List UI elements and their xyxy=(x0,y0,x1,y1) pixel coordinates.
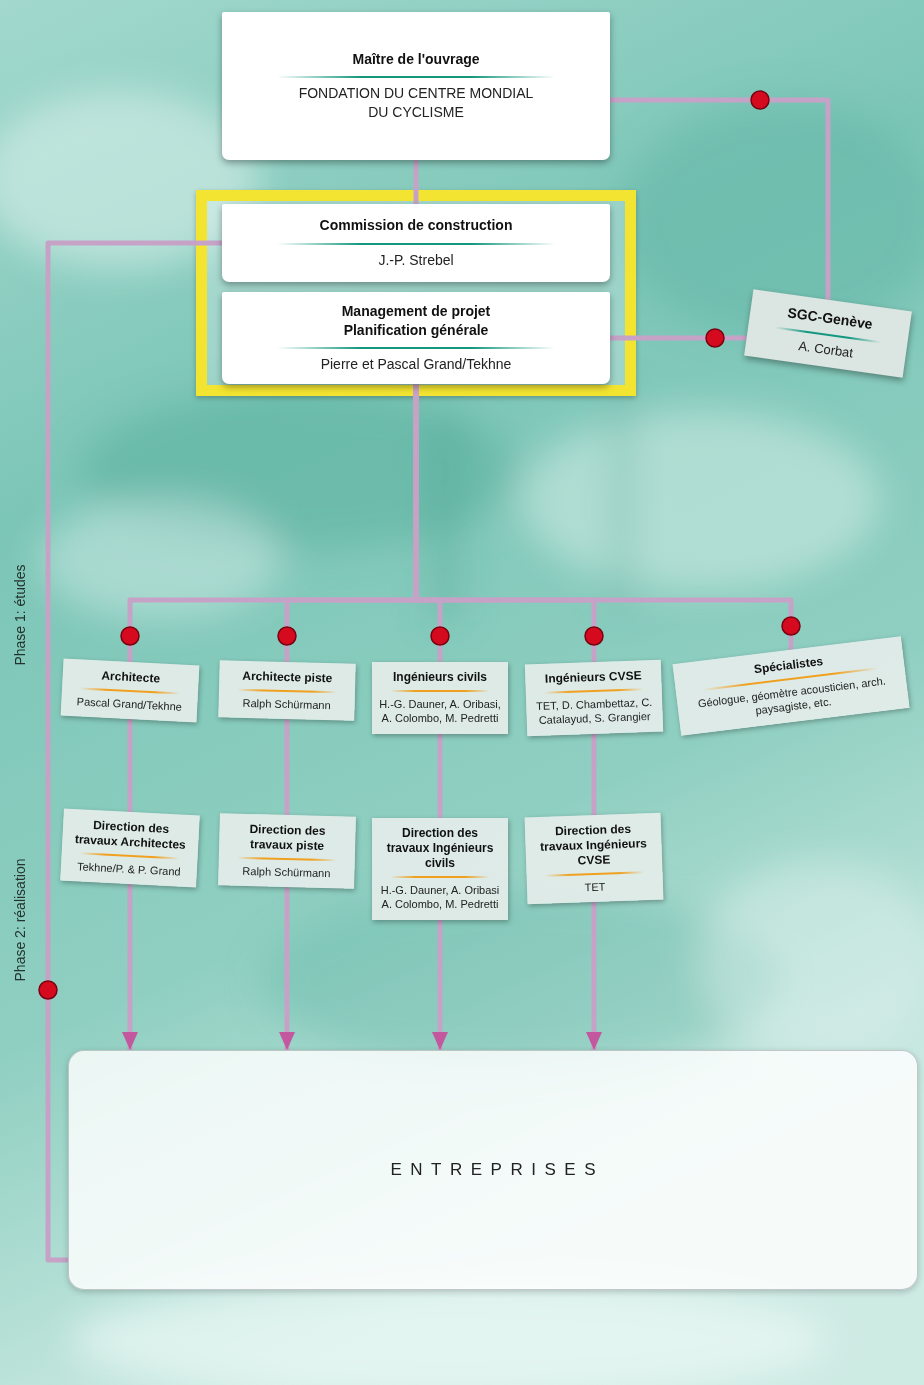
connector-arrow xyxy=(285,887,290,1050)
box-body: TET xyxy=(584,880,605,895)
contractors-band: ENTREPRISES xyxy=(68,1050,918,1290)
box-title: Management de projet Planification génér… xyxy=(316,302,516,338)
box-body: H.-G. Dauner, A. Oribasi A. Colombo, M. … xyxy=(379,883,501,912)
title-rule xyxy=(544,688,644,693)
connector-arrow xyxy=(592,902,597,1050)
title-rule xyxy=(80,687,180,694)
box-title: Direction des travaux Architectes xyxy=(69,817,192,853)
works-box: Direction des travaux Ingénieurs civilsH… xyxy=(372,818,508,920)
study-box: Ingénieurs CVSE TET, D. Chambettaz, C. Ca… xyxy=(525,660,663,736)
box-title: ENTREPRISES xyxy=(382,1160,604,1180)
study-box: ArchitectePascal Grand/Tekhne xyxy=(61,658,200,722)
connector-line xyxy=(414,160,419,204)
title-rule xyxy=(237,857,337,862)
box-body: Pierre et Pascal Grand/Tekhne xyxy=(321,355,512,374)
box-title: SGC-Genève xyxy=(787,304,874,332)
phase-label: Phase 1: études xyxy=(12,564,28,665)
title-rule xyxy=(390,690,490,692)
title-rule xyxy=(545,871,645,876)
connector-line xyxy=(416,384,791,650)
box-title: Ingénieurs civils xyxy=(393,670,487,685)
box-body: Tekhne/P. & P. Grand xyxy=(77,859,181,879)
box-body: A. Corbat xyxy=(798,338,854,360)
photo-texture xyxy=(0,90,924,1385)
junction-dots xyxy=(39,91,800,999)
connector-line xyxy=(592,734,597,815)
red-dot xyxy=(121,627,139,645)
study-box: Ingénieurs civilsH.-G. Dauner, A. Oribas… xyxy=(372,662,508,734)
title-rule xyxy=(277,243,555,245)
red-dot xyxy=(585,627,603,645)
box-body: J.-P. Strebel xyxy=(378,251,453,270)
box-body: Géologue, géomètre acousticien, arch. pa… xyxy=(684,672,902,727)
sgc-box: SGC-Genève A. Corbat xyxy=(744,289,912,378)
red-dot xyxy=(278,627,296,645)
box-body: Ralph Schürmann xyxy=(242,864,330,881)
works-box: Direction des travaux Ingénieurs CVSE TET xyxy=(525,813,664,905)
connector-arrow xyxy=(128,884,133,1050)
connector-line xyxy=(416,384,594,662)
box-title: Spécialistes xyxy=(753,654,824,677)
red-dot xyxy=(39,981,57,999)
box-body: FONDATION DU CENTRE MONDIAL DU CYCLISME xyxy=(296,84,536,122)
red-dot xyxy=(782,617,800,635)
study-box: Architecte pisteRalph Schürmann xyxy=(218,660,355,721)
committee-box: Commission de constructionJ.-P. Strebel xyxy=(222,204,610,282)
red-dot xyxy=(431,627,449,645)
box-title: Direction des travaux Ingénieurs civils xyxy=(379,826,501,871)
connector-line xyxy=(416,384,440,662)
study-box: SpécialistesGéologue, géomètre acoustici… xyxy=(672,636,909,735)
works-box: Direction des travaux ArchitectesTekhne/… xyxy=(60,808,200,887)
title-rule xyxy=(390,876,490,878)
connector-line xyxy=(130,384,416,662)
connector-line xyxy=(610,100,828,300)
connector-line xyxy=(287,384,416,662)
title-rule xyxy=(80,852,180,859)
box-body: Ralph Schürmann xyxy=(242,696,330,713)
box-title: Architecte xyxy=(101,668,160,686)
red-dot xyxy=(706,329,724,347)
box-title: Architecte piste xyxy=(242,669,332,686)
phase-label: Phase 2: réalisation xyxy=(12,859,28,982)
box-title: Ingénieurs CVSE xyxy=(545,668,642,686)
management-box: Management de projet Planification génér… xyxy=(222,292,610,384)
connector-arrow xyxy=(438,920,443,1050)
box-title: Maître de l'ouvrage xyxy=(352,50,479,68)
box-body: Pascal Grand/Tekhne xyxy=(76,694,182,714)
box-title: Commission de construction xyxy=(320,216,513,234)
connector-line xyxy=(438,734,443,818)
connector-line xyxy=(285,719,290,815)
title-rule xyxy=(277,76,555,78)
connector-line xyxy=(610,336,747,341)
title-rule xyxy=(237,689,337,694)
red-dot xyxy=(751,91,769,109)
owner-box: Maître de l'ouvrageFONDATION DU CENTRE M… xyxy=(222,12,610,160)
box-body: H.-G. Dauner, A. Oribasi, A. Colombo, M.… xyxy=(379,697,501,726)
box-title: Direction des travaux Ingénieurs CVSE xyxy=(532,821,655,870)
works-box: Direction des travaux pisteRalph Schürma… xyxy=(218,813,356,889)
connector-line xyxy=(128,719,133,812)
title-rule xyxy=(277,347,555,349)
box-body: TET, D. Chambettaz, C. Catalayud, S. Gra… xyxy=(533,695,656,728)
box-title: Direction des travaux piste xyxy=(226,821,349,854)
